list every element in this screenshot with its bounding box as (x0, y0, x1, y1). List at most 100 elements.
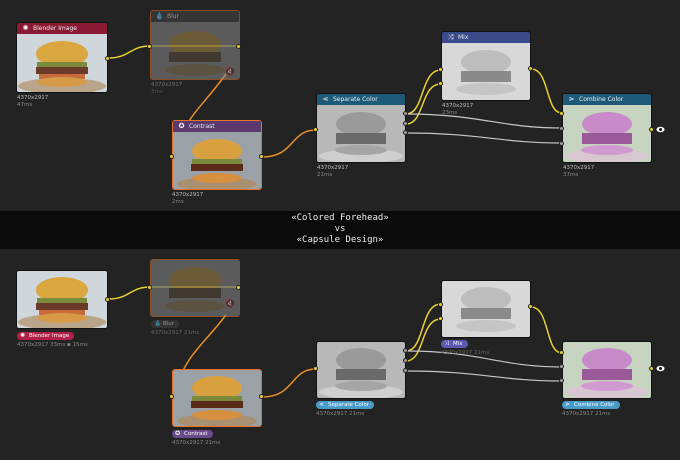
blur-node[interactable]: 🔇 (150, 259, 240, 317)
separate-red-socket[interactable] (403, 111, 408, 116)
blur-preview (151, 260, 239, 316)
node-editor-bottom[interactable]: ✺ Blender Image 4370x2917 33ms ▪ 15ms 🔇 … (0, 249, 680, 460)
separate-split-icon: ⋖ (319, 401, 325, 408)
blender-image-header[interactable]: ✺ Blender Image (17, 23, 107, 34)
comparison-caption: «Colored Forehead» vs «Capsule Design» (0, 211, 680, 249)
mix-output-socket[interactable] (528, 304, 533, 309)
blur-output-socket[interactable] (236, 44, 241, 49)
contrast-capsule[interactable]: ✪ Contrast (172, 430, 213, 438)
separate-blue-socket[interactable] (403, 368, 408, 373)
separate-red-socket[interactable] (403, 348, 408, 353)
contrast-input-socket[interactable] (169, 154, 174, 159)
separate-green-socket[interactable] (403, 121, 408, 126)
separate-color-res: 4370x2917 (317, 165, 349, 171)
combine-color-capsule[interactable]: ⋗ Combine Color (562, 401, 620, 409)
separate-blue-socket[interactable] (403, 130, 408, 135)
combine-red-socket[interactable] (559, 111, 564, 116)
blur-info: 4370x2917 21ms (151, 330, 199, 337)
mix-capsule[interactable]: ⤨ Mix (441, 340, 468, 348)
mix-preview (442, 281, 530, 337)
blur-output-socket[interactable] (236, 285, 241, 290)
combine-blue-socket[interactable] (559, 141, 564, 146)
separate-color-title: Separate Color (328, 402, 370, 408)
contrast-node[interactable]: ✪ Contrast (172, 120, 262, 190)
blender-image-output-socket[interactable] (105, 297, 110, 302)
blender-image-capsule[interactable]: ✺ Blender Image (17, 332, 75, 340)
blender-image-node[interactable] (16, 270, 108, 329)
blur-capsule[interactable]: 💧 Blur (151, 320, 180, 328)
mix-input-b-socket[interactable] (438, 81, 443, 86)
combine-color-node[interactable]: ⋗ Combine Color (562, 93, 652, 163)
separate-color-res: 4370x2917 (316, 411, 348, 417)
combine-color-header[interactable]: ⋗ Combine Color (563, 94, 651, 105)
combine-color-node[interactable] (562, 341, 652, 399)
contrast-time: 2ms (172, 199, 184, 205)
separate-color-node[interactable] (316, 341, 406, 399)
combine-blue-socket[interactable] (559, 378, 564, 383)
contrast-output-socket[interactable] (259, 154, 264, 159)
blender-image-preview (17, 34, 107, 92)
combine-color-title: Combine Color (574, 402, 615, 408)
contrast-preview (173, 370, 261, 426)
blur-res: 4370x2917 (151, 330, 183, 336)
caption-colored-forehead: «Colored Forehead» (291, 213, 389, 223)
separate-green-socket[interactable] (403, 358, 408, 363)
blender-image-node[interactable]: ✺ Blender Image (16, 22, 108, 93)
mute-speaker-icon[interactable]: 🔇 (225, 299, 235, 308)
mix-time: 21ms (474, 350, 490, 356)
mix-title: Mix (453, 341, 463, 347)
blur-res: 4370x2917 (151, 82, 183, 88)
node-editor-top[interactable]: ✺ Blender Image 4370x2917 47ms 💧 Blur (0, 0, 680, 211)
contrast-output-socket[interactable] (259, 394, 264, 399)
blender-image-res: 4370x2917 (17, 95, 49, 101)
separate-color-input-socket[interactable] (313, 366, 318, 371)
combine-color-preview (563, 342, 651, 398)
mix-node[interactable] (441, 280, 531, 338)
mix-node[interactable]: ⤨ Mix (441, 31, 531, 101)
combine-color-title: Combine Color (579, 96, 624, 103)
blur-input-socket[interactable] (147, 44, 152, 49)
blender-image-output-socket[interactable] (105, 56, 110, 61)
viewer-eye-icon[interactable] (656, 125, 665, 134)
blender-image-title: Blender Image (33, 25, 77, 32)
mix-header[interactable]: ⤨ Mix (442, 32, 530, 43)
separate-color-capsule[interactable]: ⋖ Separate Color (316, 401, 375, 409)
combine-color-res: 4370x2917 (562, 411, 594, 417)
mix-res: 4370x2917 (441, 350, 473, 356)
mix-input-b-socket[interactable] (438, 316, 443, 321)
mix-input-a-socket[interactable] (438, 302, 443, 307)
combine-output-socket[interactable] (649, 366, 654, 371)
viewer-eye-icon[interactable] (656, 364, 665, 373)
combine-green-socket[interactable] (559, 364, 564, 369)
blender-logo-icon: ✺ (20, 332, 26, 339)
combine-green-socket[interactable] (559, 126, 564, 131)
blur-info: 4370x2917 3ms (151, 82, 182, 96)
contrast-info: 4370x2917 2ms (172, 192, 203, 206)
contrast-input-socket[interactable] (169, 394, 174, 399)
mix-output-socket[interactable] (528, 66, 533, 71)
mix-shuffle-icon: ⤨ (444, 340, 449, 347)
separate-color-info: 4370x2917 21ms (316, 411, 364, 418)
caption-vs: vs (334, 224, 346, 234)
contrast-res: 4370x2917 (172, 440, 204, 446)
separate-color-node[interactable]: ⋖ Separate Color (316, 93, 406, 163)
blur-time: 21ms (184, 330, 200, 336)
contrast-star-icon: ✪ (178, 122, 185, 130)
separate-color-input-socket[interactable] (313, 127, 318, 132)
combine-output-socket[interactable] (649, 127, 654, 132)
separate-split-icon: ⋖ (322, 95, 329, 103)
mix-preview (442, 43, 530, 100)
blur-input-socket[interactable] (147, 285, 152, 290)
cache-square-icon: ▪ (66, 342, 71, 348)
blur-node[interactable]: 💧 Blur 🔇 (150, 10, 240, 80)
blur-header[interactable]: 💧 Blur (151, 11, 239, 22)
combine-color-time: 21ms (595, 411, 611, 417)
mix-input-a-socket[interactable] (438, 67, 443, 72)
mix-info: 4370x2917 23ms (442, 103, 473, 117)
contrast-header[interactable]: ✪ Contrast (173, 121, 261, 132)
combine-merge-icon: ⋗ (565, 401, 571, 408)
contrast-node[interactable] (172, 369, 262, 427)
combine-red-socket[interactable] (559, 350, 564, 355)
mute-speaker-icon[interactable]: 🔇 (225, 67, 235, 76)
separate-color-header[interactable]: ⋖ Separate Color (317, 94, 405, 105)
